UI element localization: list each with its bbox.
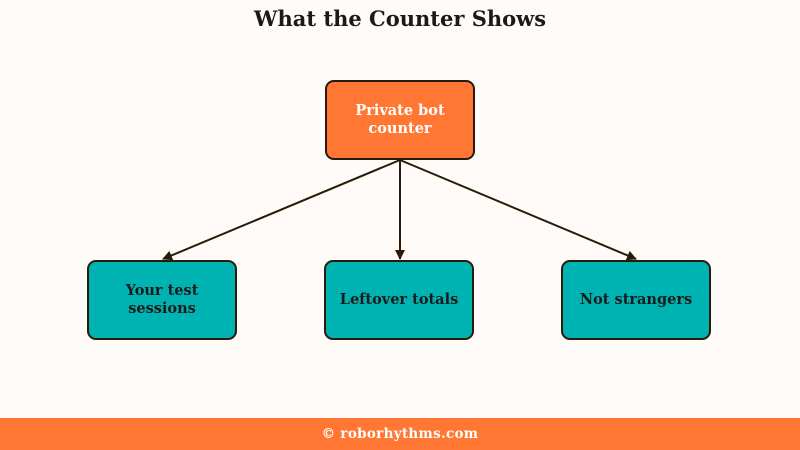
node-your-test-sessions: Your test sessions [87, 260, 237, 340]
edge-root-to-not-strangers [399, 159, 637, 261]
edge-root-to-test-sessions [162, 159, 401, 261]
node-leftover-totals: Leftover totals [324, 260, 474, 340]
footer-credit[interactable]: © roborhythms.com [0, 418, 800, 450]
node-private-bot-counter: Private bot counter [325, 80, 475, 160]
diagram-title: What the Counter Shows [253, 6, 547, 31]
node-not-strangers: Not strangers [561, 260, 711, 340]
